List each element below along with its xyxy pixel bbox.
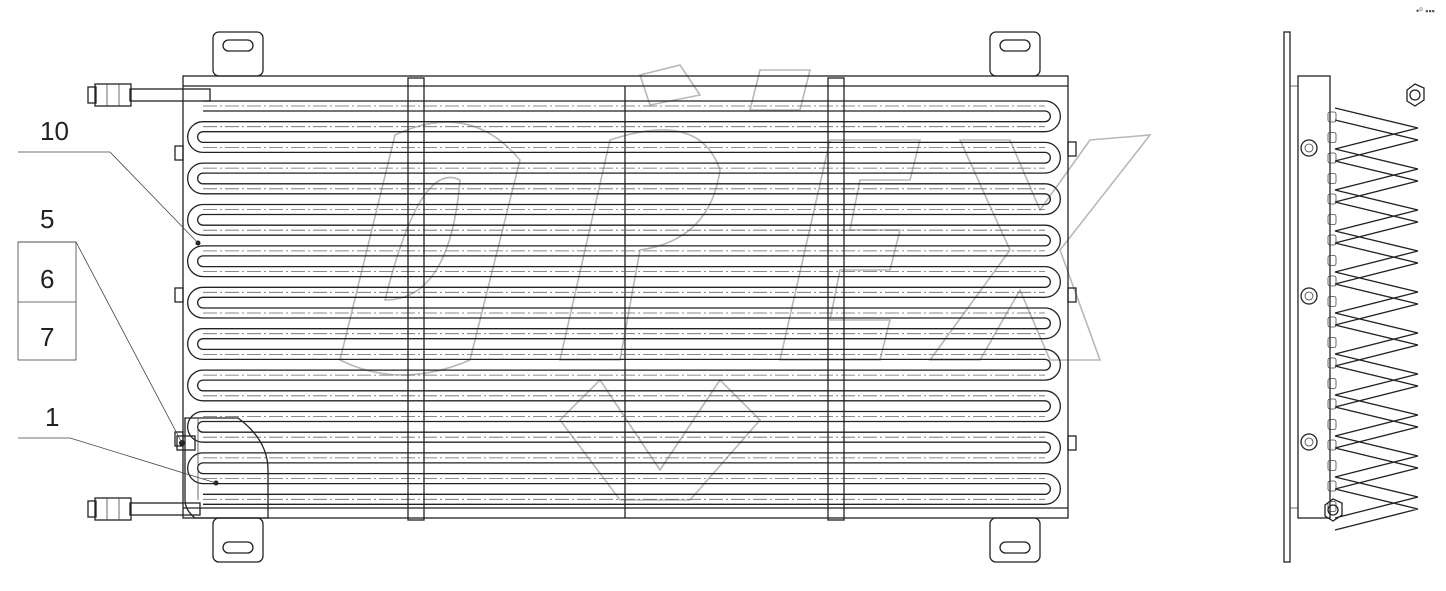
tube-bend-right [1044,141,1061,174]
tube-bend-right [1044,307,1061,340]
tube-rows [187,100,1061,505]
tube-row [203,390,1045,402]
side-view-fitting-bottom [1324,498,1343,522]
side-view-tube-coils [1327,107,1419,531]
callout-7: 7 [40,322,54,352]
mounting-bracket-top-left [212,31,264,77]
mounting-bracket-bottom-right [989,517,1041,563]
tube-row [203,369,1045,381]
side-view-fitting-top [1406,83,1425,107]
side-tube-end [1327,193,1337,205]
side-bolt [1300,139,1318,157]
tube-row [203,203,1045,216]
tube-bend-right [1044,265,1061,298]
side-tube-end [1327,316,1337,328]
tube-row [203,183,1045,195]
tube-bend-left [187,203,204,236]
side-tube-end [1327,275,1337,287]
side-tube-end [1327,460,1337,471]
tube-bend-left [187,328,204,361]
side-tube-end [1327,132,1337,143]
manifold-block [176,417,269,519]
mounting-bracket-top-right [989,31,1041,77]
tube-bend-left [187,369,204,402]
side-bolt [1300,433,1318,451]
tube-bend-right [1044,100,1061,133]
tube-row [203,286,1045,298]
callout-1: 1 [45,402,59,432]
tube-row [203,265,1045,278]
side-tube-end [1327,296,1337,307]
side-tube-end [1327,255,1337,266]
tube-bend-right [1044,224,1061,257]
side-tube-end [1327,419,1337,430]
tube-bend-left [187,452,204,485]
callouts: 10 5 6 7 1 [17,116,217,484]
callout-5: 5 [40,204,54,234]
tube-row [203,410,1045,423]
inlet-pipe [87,83,211,107]
tube-row [203,493,1045,505]
side-tube-end [1327,398,1337,410]
side-tube-end [1327,234,1337,246]
corner-mark: •⁰ ▪▪▪ [1416,6,1435,16]
tube-row [203,245,1045,257]
side-view [1283,31,1425,563]
tube-bend-left [187,245,204,278]
tube-row [203,348,1045,361]
tube-row [203,472,1045,485]
tube-bend-left [187,121,204,154]
watermark [339,64,1152,501]
side-bolt [1300,287,1318,305]
tube-bend-right [1044,183,1061,216]
side-tube-end [1327,439,1337,451]
side-view-bolts [1300,139,1318,451]
front-view [87,31,1077,563]
tube-row [203,100,1045,112]
side-tube-end [1327,480,1337,492]
mounting-bracket-bottom-left [212,517,264,563]
tube-bend-right [1044,472,1061,505]
tube-bend-left [187,286,204,319]
tube-row [203,224,1045,236]
side-tube-end [1327,111,1337,123]
side-coil-lines [1334,107,1419,531]
side-tube-end [1327,378,1337,389]
callout-10: 10 [40,116,69,146]
tube-bend-right [1044,390,1061,423]
side-bolts [174,141,1077,451]
tube-clamps [407,77,845,521]
side-tube-end [1327,214,1337,225]
tube-row [203,141,1045,154]
tube-row [203,307,1045,319]
tube-bend-right [1044,431,1061,464]
tube-row [203,328,1045,340]
callout-6: 6 [40,264,54,294]
side-tube-end [1327,337,1337,348]
side-tube-end [1327,173,1337,184]
tube-row [203,431,1045,443]
outlet-pipe [87,497,201,521]
tube-row [203,452,1045,464]
side-tube-end [1327,357,1337,369]
tube-bend-right [1044,348,1061,381]
tube-bend-left [187,162,204,195]
tube-row [203,162,1045,174]
side-tube-end [1327,152,1337,164]
tube-row [203,121,1045,133]
